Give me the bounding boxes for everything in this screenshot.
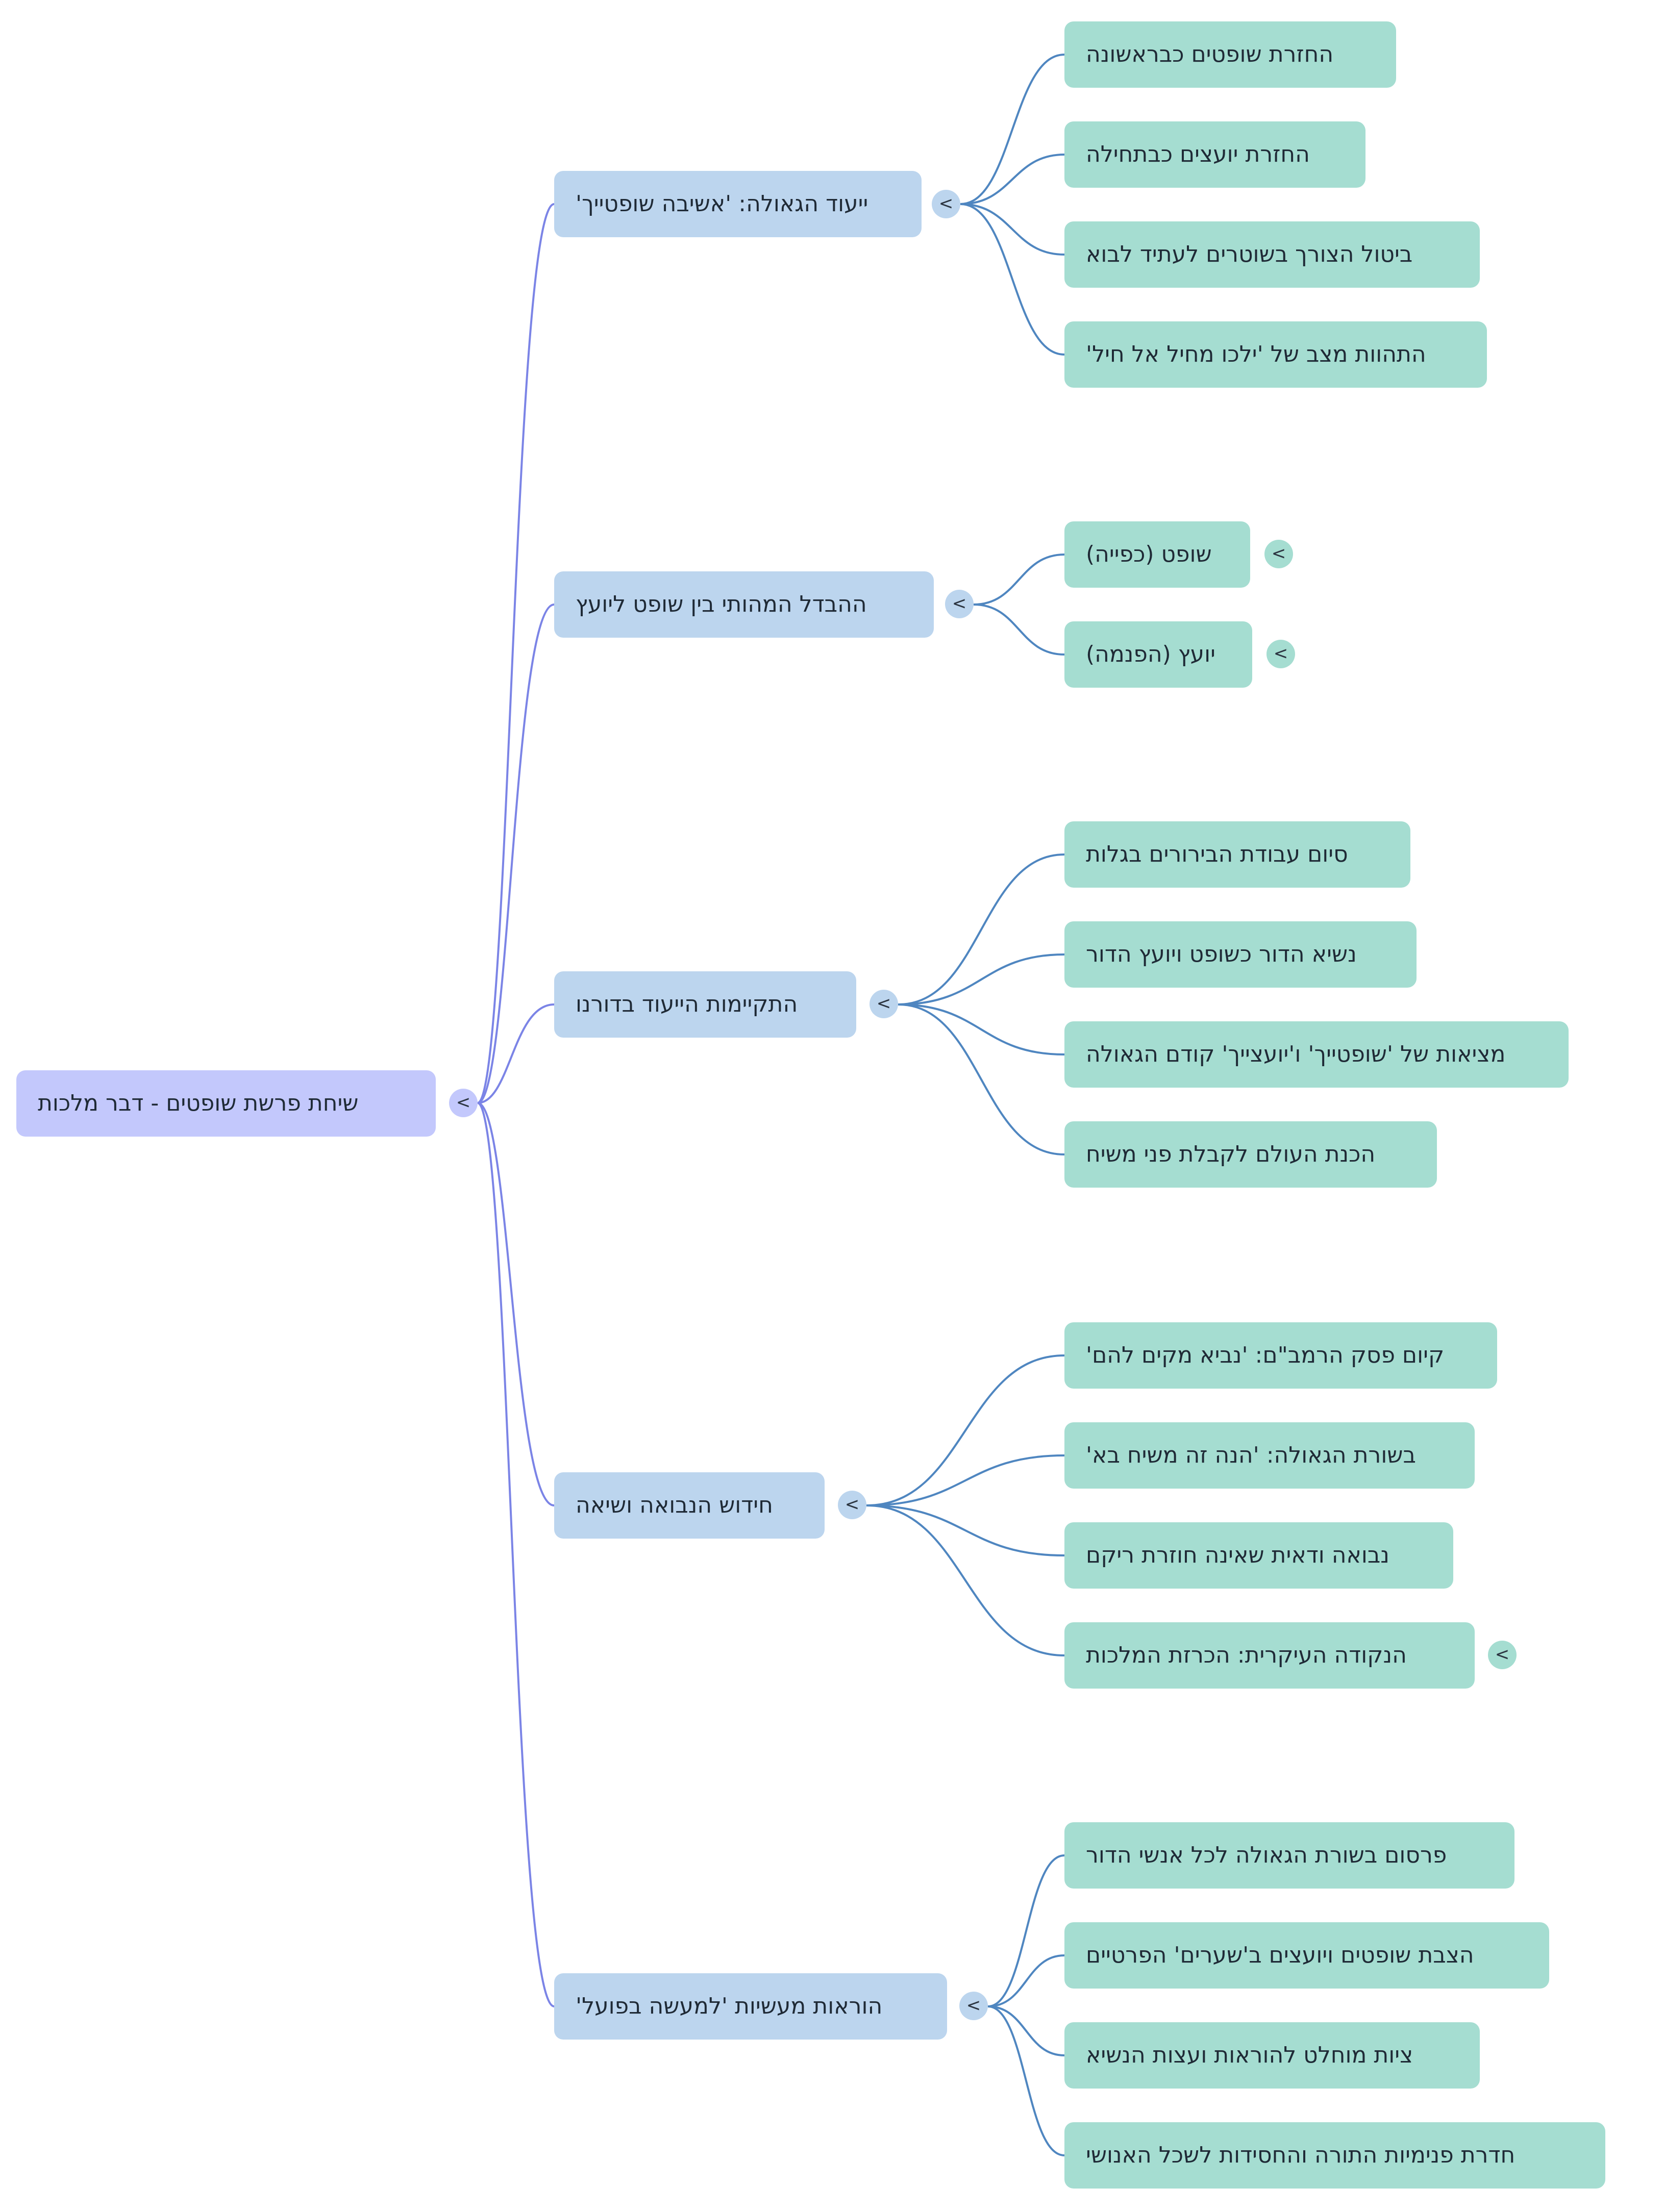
leaf-node[interactable]: נשיא הדור כשופט ויועץ הדור [1064,921,1417,988]
leaf-node[interactable]: התהוות מצב של 'ילכו מחיל אל חיל' [1064,321,1487,388]
leaf-node[interactable]: הכנת העולם לקבלת פני משיח [1064,1121,1437,1188]
branch-connector-line [866,1504,1065,1656]
root-connector-line [477,1102,555,1506]
root-connector-line [477,604,555,1104]
branch-connector-line [960,203,1065,256]
branch-node-renewal-of-prophecy[interactable]: חידוש הנבואה ושיאה [554,1472,825,1539]
branch-connector-line [898,853,1065,1006]
branch-collapse-toggle[interactable]: < [945,590,974,618]
branch-connector-line [960,54,1065,205]
leaf-node[interactable]: הנקודה העיקרית: הכרזת המלכות [1064,1622,1475,1689]
leaf-node[interactable]: נבואה ודאית שאינה חוזרת ריקם [1064,1522,1453,1589]
branch-connector-line [898,1003,1065,1055]
leaf-node[interactable]: בשורת הגאולה: 'הנה זה משיח בא' [1064,1422,1475,1489]
leaf-node[interactable]: שופט (כפייה) [1064,521,1250,588]
root-connector-line [477,1102,555,2007]
branch-connector-line [987,2005,1065,2156]
leaf-node[interactable]: יועץ (הפנמה) [1064,621,1252,688]
branch-connector-line [866,1354,1065,1506]
branch-collapse-toggle[interactable]: < [959,1992,988,2020]
leaf-node[interactable]: פרסום בשורת הגאולה לכל אנשי הדור [1064,1822,1514,1889]
branch-connector-line [898,953,1065,1006]
branch-connector-line [987,2005,1065,2056]
branch-connector-line [987,1854,1065,2007]
branch-node-judge-vs-advisor[interactable]: ההבדל המהותי בין שופט ליועץ [554,571,934,638]
root-connector-line [477,1003,555,1104]
branch-connector-line [973,554,1065,606]
leaf-node[interactable]: קיום פסק הרמב"ם: 'נביא מקים להם' [1064,1322,1497,1389]
branch-connector-line [898,1003,1065,1155]
leaf-expand-toggle[interactable]: < [1488,1641,1517,1669]
branch-node-redemption-destiny[interactable]: ייעוד הגאולה: 'אשיבה שופטייך' [554,171,922,237]
leaf-node[interactable]: החזרת שופטים כבראשונה [1064,21,1396,88]
branch-connector-line [866,1454,1065,1506]
leaf-node[interactable]: החזרת יועצים כבתחילה [1064,121,1365,188]
leaf-node[interactable]: מציאות של 'שופטייך' ו'יועצייך' קודם הגאו… [1064,1021,1569,1088]
leaf-expand-toggle[interactable]: < [1264,540,1293,568]
branch-connector-line [960,154,1065,205]
branch-connector-line [866,1504,1065,1556]
leaf-node[interactable]: הצבת שופטים ויועצים ב'שערים' הפרטיים [1064,1922,1549,1989]
branch-collapse-toggle[interactable]: < [932,190,960,218]
branch-connector-line [960,203,1065,356]
leaf-node[interactable]: ציות מוחלט להוראות ועצות הנשיא [1064,2022,1480,2089]
root-connector-line [477,203,555,1104]
leaf-node[interactable]: ביטול הצורך בשוטרים לעתיד לבוא [1064,221,1480,288]
branch-collapse-toggle[interactable]: < [838,1491,866,1519]
leaf-node[interactable]: חדרת פנימיות התורה והחסידות לשכל האנושי [1064,2122,1605,2189]
root-collapse-toggle[interactable]: < [449,1089,478,1117]
leaf-node[interactable]: סיום עבודת הבירורים בגלות [1064,821,1410,888]
leaf-expand-toggle[interactable]: < [1266,640,1295,668]
branch-connector-line [973,604,1065,656]
root-node[interactable]: שיחת פרשת שופטים - דבר מלכות [16,1070,436,1137]
branch-connector-line [987,1954,1065,2007]
branch-node-fulfillment-in-our-generation[interactable]: התקיימות הייעוד בדורנו [554,971,856,1038]
branch-node-practical-instructions[interactable]: הוראות מעשיות 'למעשה בפועל' [554,1973,947,2040]
branch-collapse-toggle[interactable]: < [870,990,898,1018]
